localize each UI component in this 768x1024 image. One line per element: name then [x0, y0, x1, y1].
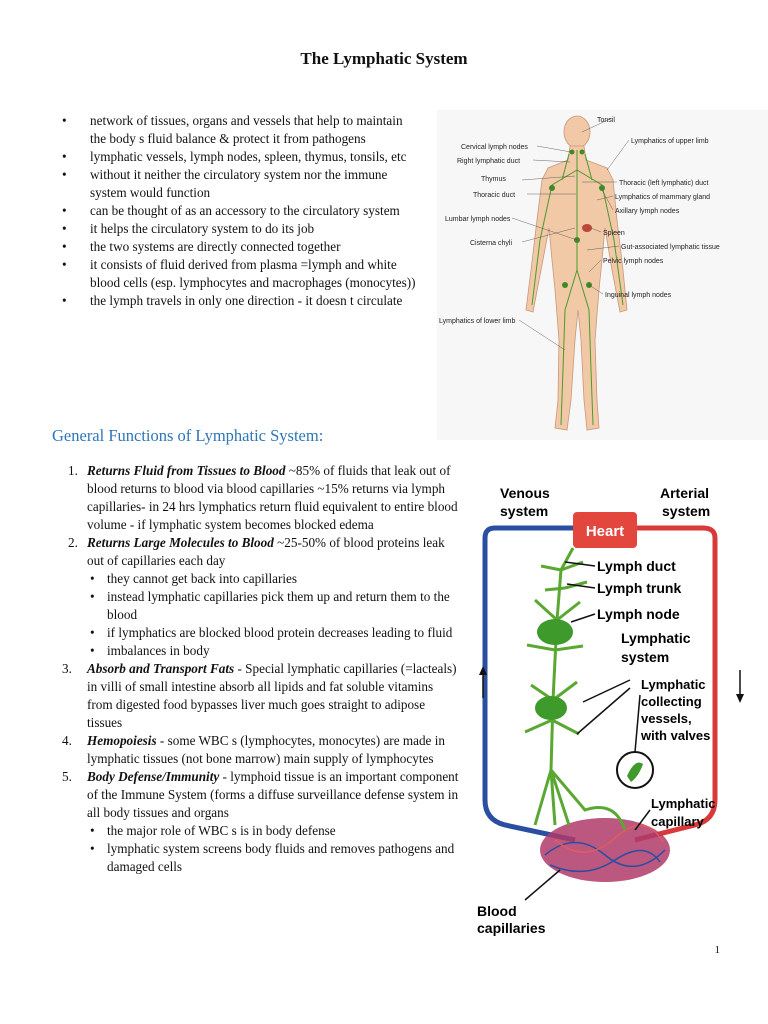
label-lymph-duct: Lymph duct — [597, 558, 676, 574]
body-silhouette — [525, 115, 628, 431]
item-number: 2. — [68, 535, 78, 550]
item-title: Hemopoiesis — [87, 733, 157, 748]
arterial-vessel — [625, 525, 718, 843]
list-item: it consists of fluid derived from plasma… — [62, 256, 417, 292]
label-lymph-trunk: Lymph trunk — [597, 580, 681, 596]
list-item: the two systems are directly connected t… — [62, 238, 417, 256]
page-title: The Lymphatic System — [300, 49, 468, 68]
label-cervical: Cervical lymph nodes — [461, 144, 528, 151]
label-upper-limb: Lymphatics of upper limb — [631, 138, 709, 145]
item-text: ~85% of fluids that leak out of blood re… — [87, 463, 458, 532]
label-arterial-system: system — [662, 503, 710, 519]
label-blood-capillaries: capillaries — [477, 920, 546, 936]
label-blood: Blood — [477, 903, 517, 919]
label-axillary: Axillary lymph nodes — [615, 208, 680, 215]
list-item: can be thought of as an accessory to the… — [62, 202, 417, 220]
list-item: 1. Returns Fluid from Tissues to Blood ~8… — [62, 462, 462, 534]
label-collecting-4: with valves — [640, 728, 710, 743]
lymph-vessels — [531, 150, 624, 426]
label-tonsil: Tonsil — [597, 117, 615, 124]
sub-list: the major role of WBC s is in body defen… — [87, 822, 462, 876]
lymphatic-anatomy-figure: Tonsil Lymphatics of upper limb Cervical… — [437, 110, 768, 440]
item-text: ~25-50% of blood proteins leak out of ca… — [87, 535, 445, 568]
label-lymphatic-system: Lymphatic — [621, 630, 691, 646]
label-thoracic: Thoracic duct — [473, 192, 515, 199]
sub-item: lymphatic system screens body fluids and… — [87, 840, 462, 876]
list-item: network of tissues, organs and vessels t… — [62, 112, 417, 148]
list-item: it helps the circulatory system to do it… — [62, 220, 417, 238]
label-lymph-node: Lymph node — [597, 606, 680, 622]
lymph-node — [535, 696, 567, 720]
item-title: Returns Large Molecules to Blood — [87, 535, 274, 550]
list-item: without it neither the circulatory syste… — [62, 166, 417, 202]
sub-item: instead lymphatic capillaries pick them … — [87, 588, 462, 624]
heart-label: Heart — [586, 523, 624, 540]
item-title: Returns Fluid from Tissues to Blood — [87, 463, 286, 478]
sub-item: they cannot get back into capillaries — [87, 570, 462, 588]
list-item: 3. Absorb and Transport Fats - Special ly… — [62, 660, 462, 732]
label-arterial: Arterial — [660, 485, 709, 501]
functions-list: 1. Returns Fluid from Tissues to Blood ~8… — [62, 462, 462, 876]
sub-item: the major role of WBC s is in body defen… — [87, 822, 462, 840]
label-capillary-2: capillary — [651, 814, 705, 829]
page-number: 1 — [714, 944, 721, 956]
label-collecting: Lymphatic — [641, 677, 706, 692]
label-collecting-3: vessels, — [641, 711, 692, 726]
item-title: Body Defense/Immunity — [87, 769, 220, 784]
item-number: 3. — [62, 661, 72, 676]
item-number: 1. — [68, 463, 78, 478]
list-item: 2. Returns Large Molecules to Blood ~25-5… — [62, 534, 462, 660]
label-lumbar: Lumbar lymph nodes — [445, 216, 511, 223]
sub-list: they cannot get back into capillaries in… — [87, 570, 462, 660]
label-spleen: Spleen — [603, 230, 625, 237]
label-venous-system: system — [500, 503, 548, 519]
lymph-node — [537, 619, 573, 645]
item-text: - lymphoid tissue is an important compon… — [87, 769, 459, 820]
label-cisterna: Cisterna chyli — [470, 240, 512, 247]
label-inguinal: Inguinal lymph nodes — [605, 292, 672, 299]
lymphatic-circulation-figure: Heart Venous system Arterial system Lymp… — [465, 470, 765, 950]
item-text: - Special lymphatic capillaries (=lactea… — [87, 661, 457, 730]
sub-item: if lymphatics are blocked blood protein … — [87, 624, 462, 642]
label-thymus: Thymus — [481, 176, 506, 183]
item-number: 5. — [62, 769, 72, 784]
label-collecting-2: collecting — [641, 694, 702, 709]
label-right-duct: Right lymphatic duct — [457, 158, 520, 165]
label-lymphatic-system-2: system — [621, 649, 669, 665]
list-item: 4. Hemopoiesis - some WBC s (lymphocytes,… — [62, 732, 462, 768]
label-lower-limb: Lymphatics of lower limb — [439, 318, 515, 325]
label-mammary: Lymphatics of mammary gland — [615, 194, 710, 201]
heart-box — [573, 512, 637, 548]
list-item: 5. Body Defense/Immunity - lymphoid tissu… — [62, 768, 462, 876]
item-title: Absorb and Transport Fats — [87, 661, 235, 676]
label-thoracic-left: Thoracic (left lymphatic) duct — [619, 180, 709, 187]
item-text: - some WBC s (lymphocytes, monocytes) ar… — [87, 733, 445, 766]
venous-vessel — [482, 525, 576, 843]
section-heading: General Functions of Lymphatic System: — [52, 426, 324, 445]
label-gut: Gut-associated lymphatic tissue — [621, 244, 720, 251]
lymph-tree — [524, 547, 627, 831]
label-venous: Venous — [500, 485, 550, 501]
intro-bullet-list: network of tissues, organs and vessels t… — [62, 112, 417, 310]
label-capillary: Lymphatic — [651, 796, 716, 811]
label-pelvic: Pelvic lymph nodes — [603, 258, 664, 265]
list-item: lymphatic vessels, lymph nodes, spleen, … — [62, 148, 417, 166]
sub-item: imbalances in body — [87, 642, 462, 660]
list-item: the lymph travels in only one direction … — [62, 292, 417, 310]
item-number: 4. — [62, 733, 72, 748]
